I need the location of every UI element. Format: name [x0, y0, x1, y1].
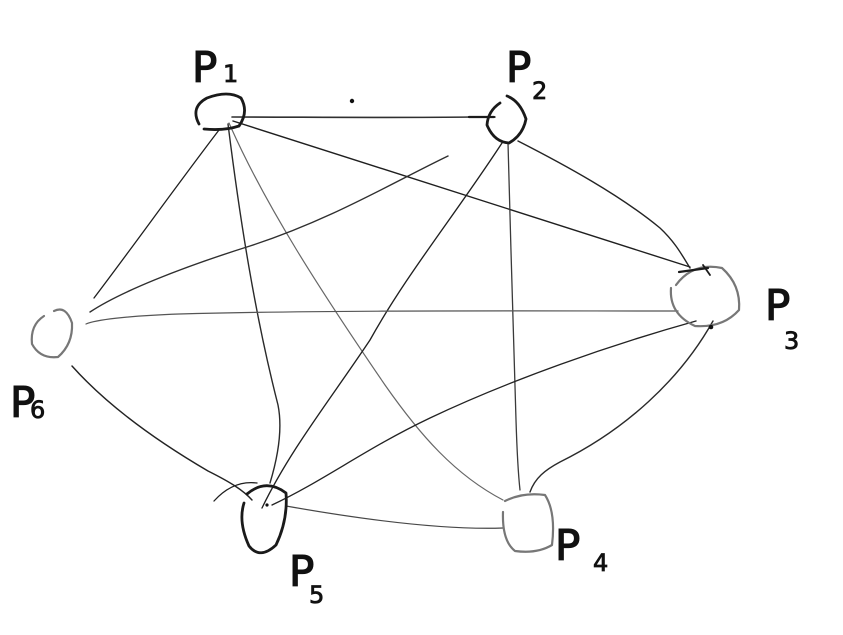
edge-p3-p5 — [271, 320, 697, 506]
node-p1 — [194, 92, 246, 131]
edges-layer — [71, 116, 714, 529]
node-subscript-p1: 1 — [223, 60, 238, 88]
mark-p3-top-stroke — [677, 266, 710, 274]
nodes-layer — [30, 92, 741, 555]
node-label-p4: P — [555, 521, 580, 570]
mark-p5-top-stroke — [213, 481, 258, 502]
edge-p2-p6 — [89, 155, 449, 313]
mark-dot-top — [349, 98, 355, 104]
marks-layer — [213, 98, 714, 507]
node-label-p1: P — [192, 43, 217, 92]
edge-p5-p6 — [71, 365, 253, 501]
node-subscript-p2: 2 — [532, 77, 547, 105]
edge-p2-p5 — [261, 142, 503, 509]
node-label-p3: P — [765, 281, 790, 330]
edge-p1-p4 — [228, 122, 504, 501]
edge-p2-p3 — [517, 140, 691, 269]
node-label-p5: P — [289, 547, 314, 596]
node-subscript-p5: 5 — [309, 581, 324, 609]
node-subscript-p3: 3 — [784, 327, 799, 355]
node-label-p6: P — [10, 378, 35, 427]
edge-p1-p3 — [232, 120, 691, 268]
edge-p1-p6 — [93, 129, 220, 299]
node-p5 — [240, 484, 288, 555]
node-p6 — [30, 308, 74, 359]
edge-p3-p6 — [85, 310, 679, 325]
edge-p1-p5 — [227, 123, 281, 484]
edge-p4-p5 — [285, 505, 504, 529]
mark-dot-p3 — [708, 324, 714, 330]
node-p3 — [669, 265, 741, 328]
node-p2 — [485, 94, 528, 145]
edge-p3-p4 — [529, 320, 714, 493]
node-subscript-p6: 6 — [30, 396, 45, 424]
edge-p2-p4 — [507, 142, 521, 491]
node-subscript-p4: 4 — [593, 549, 608, 577]
mark-p3-top-cross — [702, 264, 711, 276]
node-label-p2: P — [506, 43, 531, 92]
mark-dot-p5 — [265, 503, 269, 507]
node-p4 — [501, 493, 555, 553]
